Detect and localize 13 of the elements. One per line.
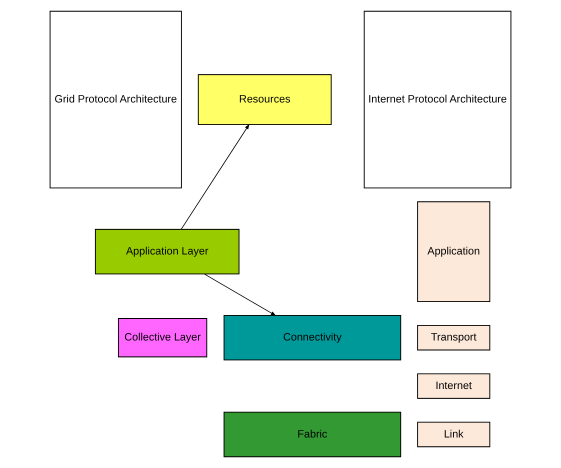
- node-box: Connectivity: [224, 314, 402, 360]
- arrow: [204, 274, 276, 316]
- node-box: Internet: [417, 373, 490, 399]
- node-box: Transport: [417, 324, 490, 350]
- node-box: Collective Layer: [118, 318, 208, 358]
- node-box: Link: [417, 422, 490, 448]
- node-box: Application Layer: [94, 228, 240, 274]
- arrow: [180, 124, 250, 230]
- node-box: Grid Protocol Architecture: [50, 10, 182, 188]
- node-box: Application: [417, 201, 490, 302]
- node-box: Internet Protocol Architecture: [364, 10, 512, 188]
- node-box: Resources: [198, 74, 332, 125]
- node-box: Fabric: [224, 412, 402, 458]
